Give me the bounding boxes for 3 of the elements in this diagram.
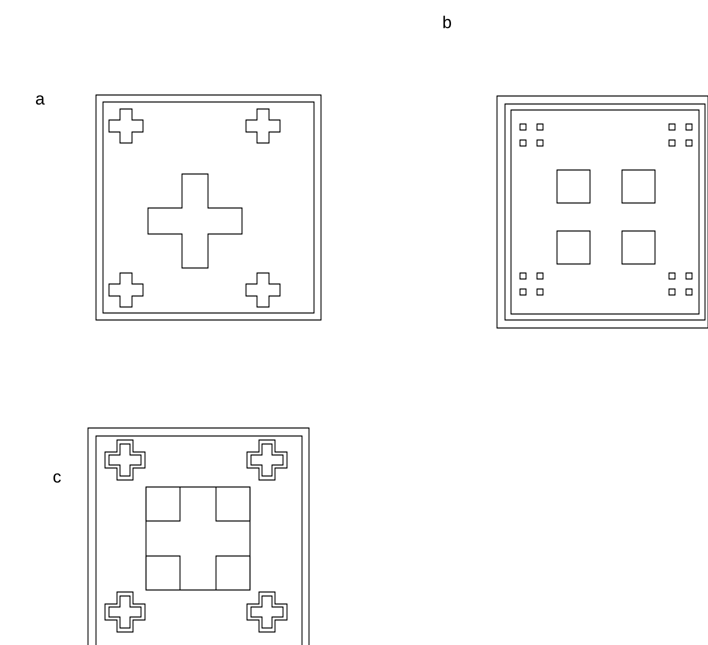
panel-label: c <box>53 473 61 483</box>
panel-label: b <box>443 16 452 28</box>
panel-label: a <box>36 95 45 105</box>
